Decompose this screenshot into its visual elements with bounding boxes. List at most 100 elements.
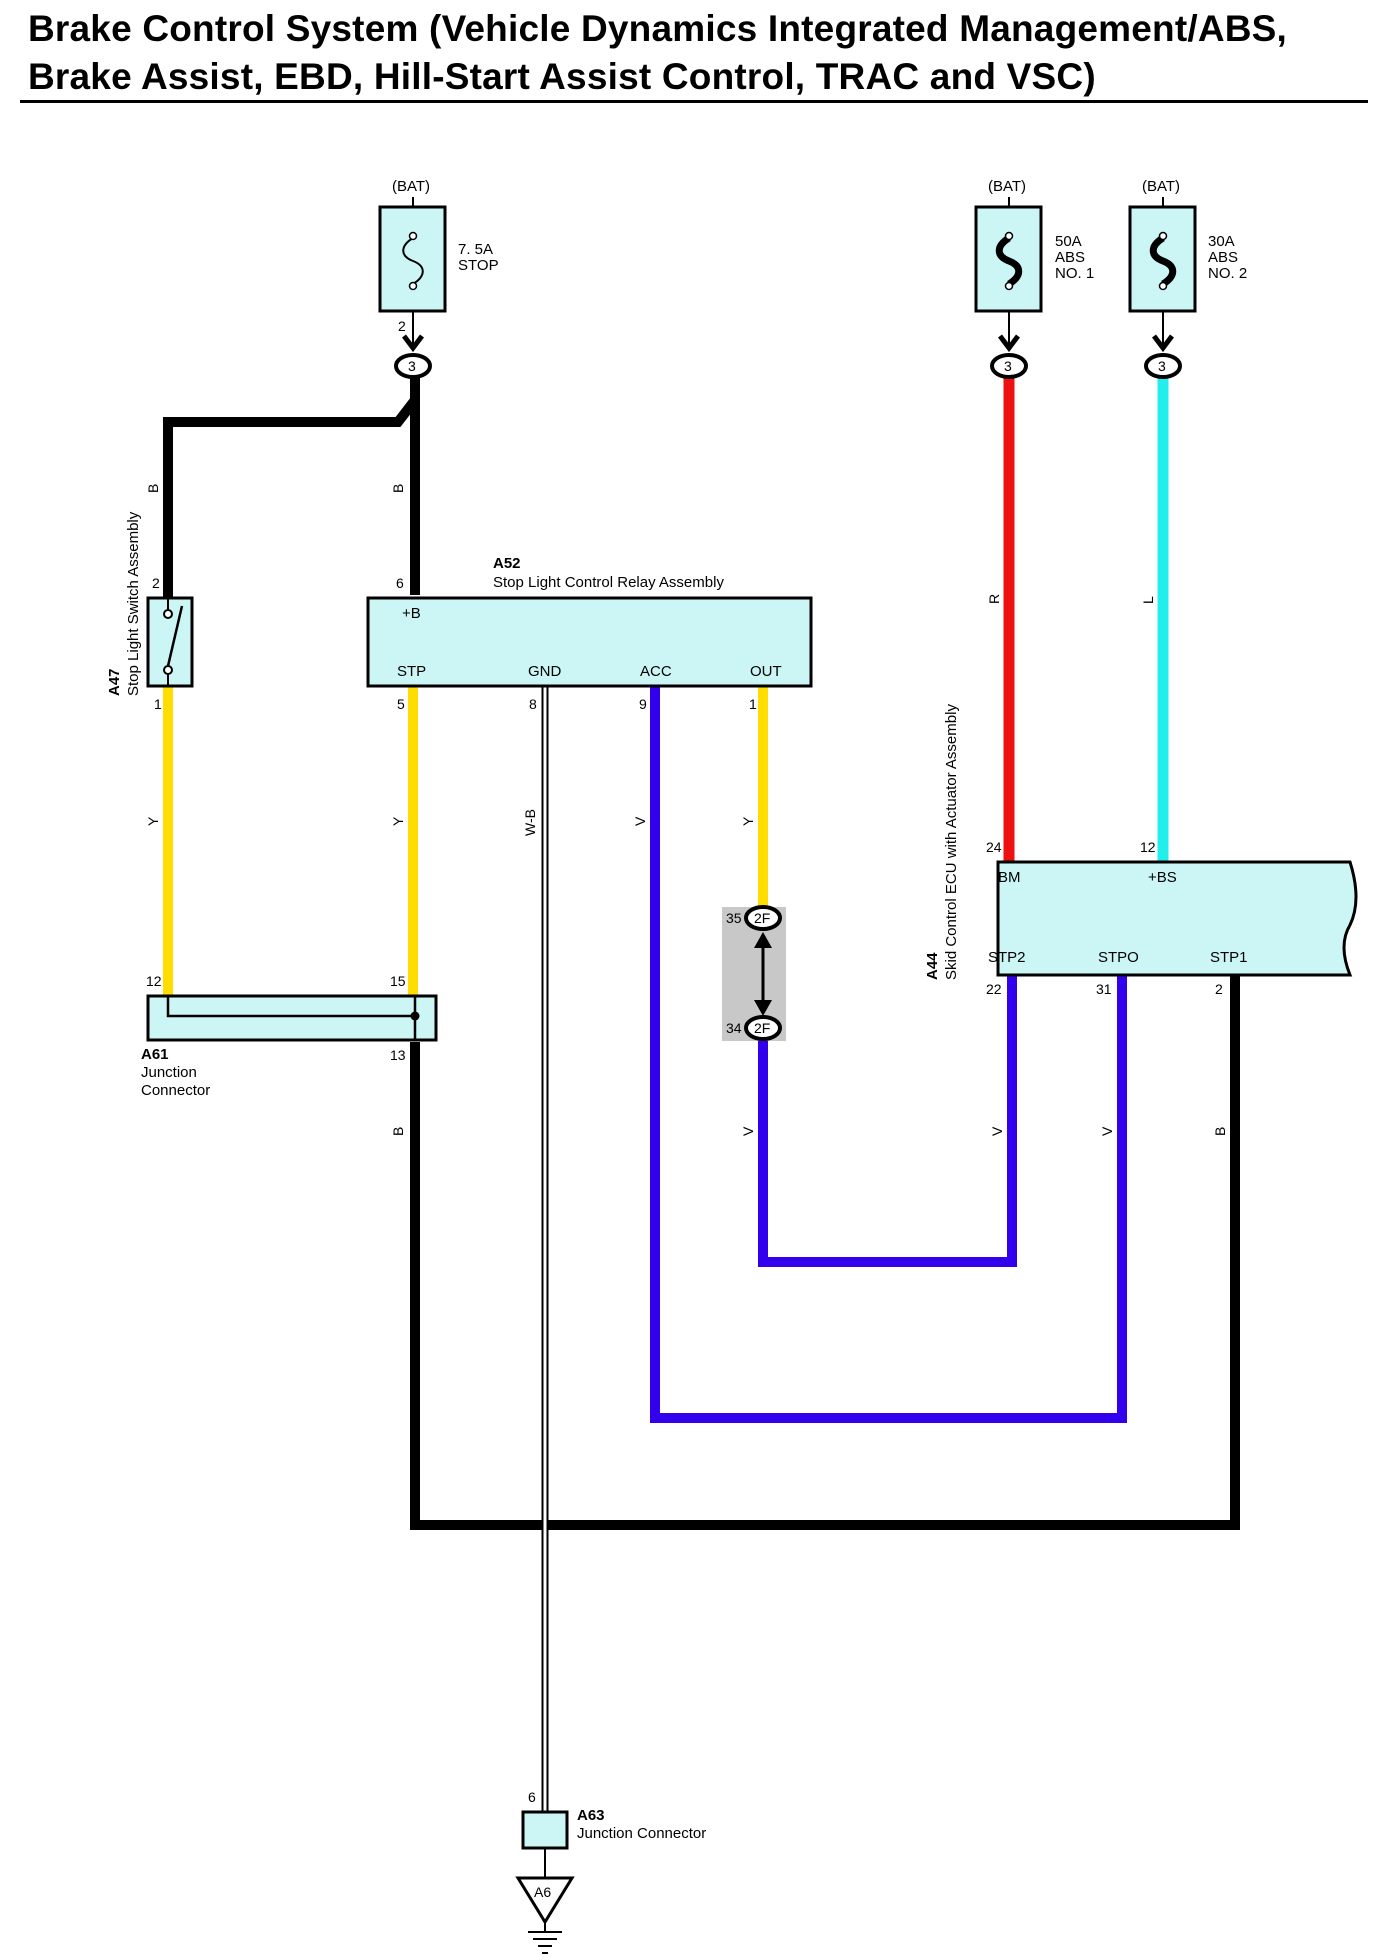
a63-junction-connector: 6 A63 Junction Connector	[521, 1789, 706, 1850]
a44-terminal-bm: BM	[998, 869, 1021, 886]
fuse-number: NO. 2	[1208, 265, 1247, 282]
wire-label: B	[390, 1127, 406, 1136]
ground-a6: A6	[515, 1876, 575, 1954]
a52-code: A52	[493, 555, 521, 572]
a63-code: A63	[577, 1807, 605, 1824]
fuse-50a-abs-no1: (BAT) 50A ABS NO. 1 3	[974, 178, 1094, 379]
a47-code: A47	[106, 668, 123, 696]
wire-label: V	[632, 816, 648, 826]
fuse-box	[378, 205, 447, 313]
wire-b-a61-to-a44-stp1	[410, 975, 1240, 1530]
svg-text:3: 3	[1004, 358, 1012, 374]
wire-label: W-B	[522, 809, 538, 836]
a52-pin-b: 6	[396, 575, 404, 591]
diagram-title-line-1: Brake Control System (Vehicle Dynamics I…	[28, 8, 1288, 49]
connector-code-bottom: 2F	[754, 1020, 770, 1036]
arrow-up-icon	[754, 932, 772, 948]
a52-stop-light-control-relay: A52 Stop Light Control Relay Assembly 6 …	[366, 555, 813, 712]
fuse-name: ABS	[1055, 249, 1085, 266]
a44-code: A44	[924, 952, 941, 980]
a61-pin-13: 13	[390, 1047, 406, 1063]
wire-v-a52-acc-to-a44-stpo	[650, 686, 1127, 1423]
a52-terminal-acc: ACC	[640, 663, 672, 680]
junction-connector-3	[394, 353, 432, 379]
a61-junction-connector: 12 15 13 A61 Junction Connector	[141, 973, 438, 1099]
wire-label: L	[1140, 596, 1156, 604]
wire-b-to-a47	[163, 396, 419, 598]
ground-icon	[528, 1931, 562, 1954]
wire-label: B	[1212, 1127, 1228, 1136]
a63-name: Junction Connector	[577, 1825, 706, 1842]
fuse-rating: 50A	[1055, 233, 1082, 250]
a44-terminal-bs: +BS	[1148, 869, 1177, 886]
connector-pin-35: 35	[726, 910, 742, 926]
svg-text:3: 3	[408, 358, 416, 374]
fuse-name: STOP	[458, 257, 499, 274]
a52-terminal-gnd: GND	[528, 663, 562, 680]
a52-terminal-b: +B	[402, 605, 421, 622]
wire-v-2f-to-a44-stp2	[758, 975, 1017, 1267]
fuse-7-5a-stop: (BAT) 7. 5A STOP 2 3	[378, 178, 499, 379]
a61-code: A61	[141, 1046, 169, 1063]
a61-pin-15: 15	[390, 973, 406, 989]
a47-pin-1: 1	[154, 696, 162, 712]
wire-color-labels: B B Y Y W-B V Y R L B V V V B	[145, 484, 1228, 1136]
a63-pin-6: 6	[528, 1789, 536, 1805]
a52-pin-gnd: 8	[529, 696, 537, 712]
fuse-source-label: (BAT)	[392, 178, 430, 195]
title-underline	[20, 100, 1368, 103]
arrow-down-icon	[754, 1000, 772, 1016]
a44-pin-stp2: 22	[986, 981, 1002, 997]
a47-stop-light-switch: 2 1 A47 Stop Light Switch Assembly	[106, 511, 194, 712]
wire-label: V	[989, 1126, 1005, 1136]
wire-label: Y	[740, 816, 756, 826]
svg-text:3: 3	[1158, 358, 1166, 374]
a61-pin-12: 12	[146, 973, 162, 989]
fuse-30a-abs-no2: (BAT) 30A ABS NO. 2 3	[1128, 178, 1247, 379]
a47-name: Stop Light Switch Assembly	[125, 511, 142, 696]
junction-connector-3	[1144, 353, 1182, 379]
connector-pin-34: 34	[726, 1020, 742, 1036]
inline-connector-2f: 2F 35 2F 34	[722, 905, 786, 1041]
switch-contact-icon	[166, 605, 184, 667]
fuse-name: ABS	[1208, 249, 1238, 266]
fuse-number: NO. 1	[1055, 265, 1094, 282]
ground-triangle-icon	[515, 1876, 575, 1925]
fuse-source-label: (BAT)	[1142, 178, 1180, 195]
fuse-source-label: (BAT)	[988, 178, 1026, 195]
diagram-title-line-2: Brake Assist, EBD, Hill-Start Assist Con…	[28, 56, 1096, 97]
a47-pin-2: 2	[152, 575, 160, 591]
a44-pin-bs: 12	[1140, 839, 1156, 855]
a52-pin-stp: 5	[397, 696, 405, 712]
ground-code: A6	[534, 1884, 551, 1900]
a44-terminal-stpo: STPO	[1098, 949, 1139, 966]
wire-label: Y	[390, 816, 406, 826]
wires	[163, 372, 1240, 1878]
wire-label: R	[986, 594, 1002, 604]
a52-name: Stop Light Control Relay Assembly	[493, 574, 724, 591]
a44-terminal-stp1: STP1	[1210, 949, 1248, 966]
a61-name-line2: Connector	[141, 1082, 210, 1099]
a44-pin-stp1: 2	[1215, 981, 1223, 997]
a44-pin-stpo: 31	[1096, 981, 1112, 997]
fuse-icon	[1149, 235, 1177, 287]
a44-terminal-stp2: STP2	[988, 949, 1026, 966]
a44-skid-control-ecu: 24 12 BM +BS STP2 STPO STP1 22 31 2 A44 …	[924, 704, 1358, 997]
fuse-out-pin: 2	[398, 318, 406, 334]
wire-label: V	[740, 1126, 756, 1136]
a52-pin-acc: 9	[639, 696, 647, 712]
a61-name-line1: Junction	[141, 1064, 197, 1081]
wire-label: V	[1099, 1126, 1115, 1136]
fuse-rating: 7. 5A	[458, 241, 493, 258]
a52-terminal-stp: STP	[397, 663, 426, 680]
junction-connector-3	[990, 353, 1028, 379]
fuse-icon	[402, 237, 424, 285]
fuse-rating: 30A	[1208, 233, 1235, 250]
wire-label: B	[145, 484, 161, 493]
wire-label: B	[390, 484, 406, 493]
wire-label: Y	[145, 816, 161, 826]
a44-name: Skid Control ECU with Actuator Assembly	[943, 704, 960, 980]
a52-terminal-out: OUT	[750, 663, 782, 680]
